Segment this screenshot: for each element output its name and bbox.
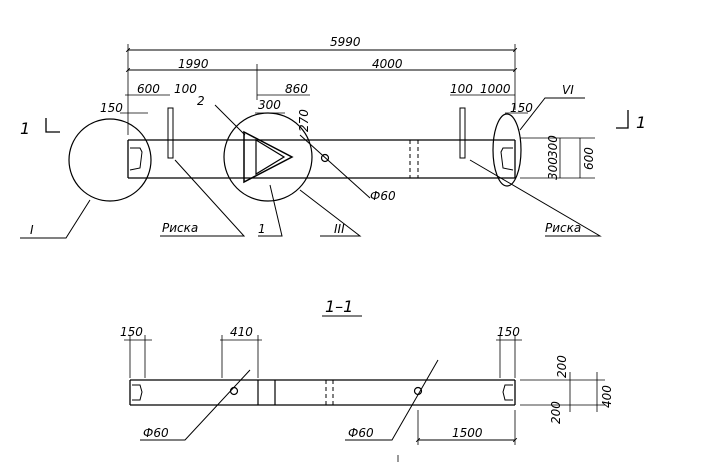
dim-label-300: 300	[258, 98, 281, 112]
leader-hole-left	[140, 369, 251, 441]
hole-section-left	[229, 386, 239, 396]
dim-label-100-right: 100	[450, 82, 473, 96]
dim-label-860: 860	[285, 82, 308, 96]
sec-label-200-upper: 200	[555, 355, 569, 378]
hole-label-top: Ф60	[370, 189, 396, 203]
sec-label-150-right: 150	[497, 325, 520, 339]
dim-label-1990: 1990	[178, 57, 209, 71]
leader-1	[258, 184, 283, 237]
section-view: 1–1 150 410 150	[120, 297, 614, 462]
section-label-right: 1	[636, 113, 646, 132]
risk-mark-left	[167, 107, 174, 159]
insert-outline-inner	[255, 138, 286, 176]
section-left-pocket	[132, 384, 143, 401]
dim-label-100-left: 100	[174, 82, 197, 96]
callout-1: 1	[258, 222, 266, 236]
hole-top-view	[320, 153, 330, 163]
sec-label-200-lower: 200	[549, 401, 563, 424]
leader-2	[214, 104, 246, 136]
sec-label-1500: 1500	[452, 426, 483, 440]
sec-hole-label-right: Ф60	[348, 426, 374, 440]
section-title: 1–1	[325, 297, 353, 316]
leader-hole-right	[345, 359, 439, 441]
hole-leader	[299, 134, 371, 199]
risk-mark-right	[459, 107, 466, 159]
sec-label-150-left: 150	[120, 325, 143, 339]
dim-label-150-left: 150	[100, 101, 123, 115]
section-mark-right-shape	[616, 110, 629, 129]
section-right-pocket	[502, 384, 513, 401]
dim-label-4000: 4000	[372, 57, 403, 71]
leader-risk-right	[469, 159, 602, 237]
dim-label-300-lower: 300	[546, 157, 560, 180]
section-label-left: 1	[20, 119, 30, 138]
insert-outline-outer	[243, 130, 294, 184]
leader-III	[299, 189, 362, 237]
dim-label-270: 270	[297, 109, 311, 132]
dim-label-600: 600	[137, 82, 160, 96]
dim-label-1000: 1000	[480, 82, 511, 96]
callout-2: 2	[197, 94, 205, 108]
risk-label-left: Риска	[162, 221, 198, 235]
right-end-pocket	[500, 147, 514, 171]
dim-label-150-right: 150	[510, 101, 533, 115]
sec-label-410: 410	[230, 325, 253, 339]
dim-label-5990: 5990	[330, 35, 361, 49]
detail-circle-I	[68, 118, 152, 202]
dim-label-600-right: 600	[582, 147, 596, 170]
detail-circle-VI	[492, 113, 522, 187]
dim-label-300-upper: 300	[546, 135, 560, 158]
risk-label-right: Риска	[545, 221, 581, 235]
callout-VI: VI	[562, 83, 574, 97]
leader-risk-left	[160, 159, 246, 237]
callout-III: III	[334, 222, 345, 236]
leader-VI	[519, 97, 585, 131]
leader-I	[20, 199, 91, 239]
top-view: 5990 1990 4000 600 100 860 100 1000 150 …	[20, 35, 646, 239]
sec-hole-label-left: Ф60	[143, 426, 169, 440]
section-mark-left-shape	[45, 118, 60, 133]
sec-label-400: 400	[600, 385, 614, 408]
left-end-pocket	[129, 147, 143, 171]
callout-I: I	[30, 223, 34, 237]
